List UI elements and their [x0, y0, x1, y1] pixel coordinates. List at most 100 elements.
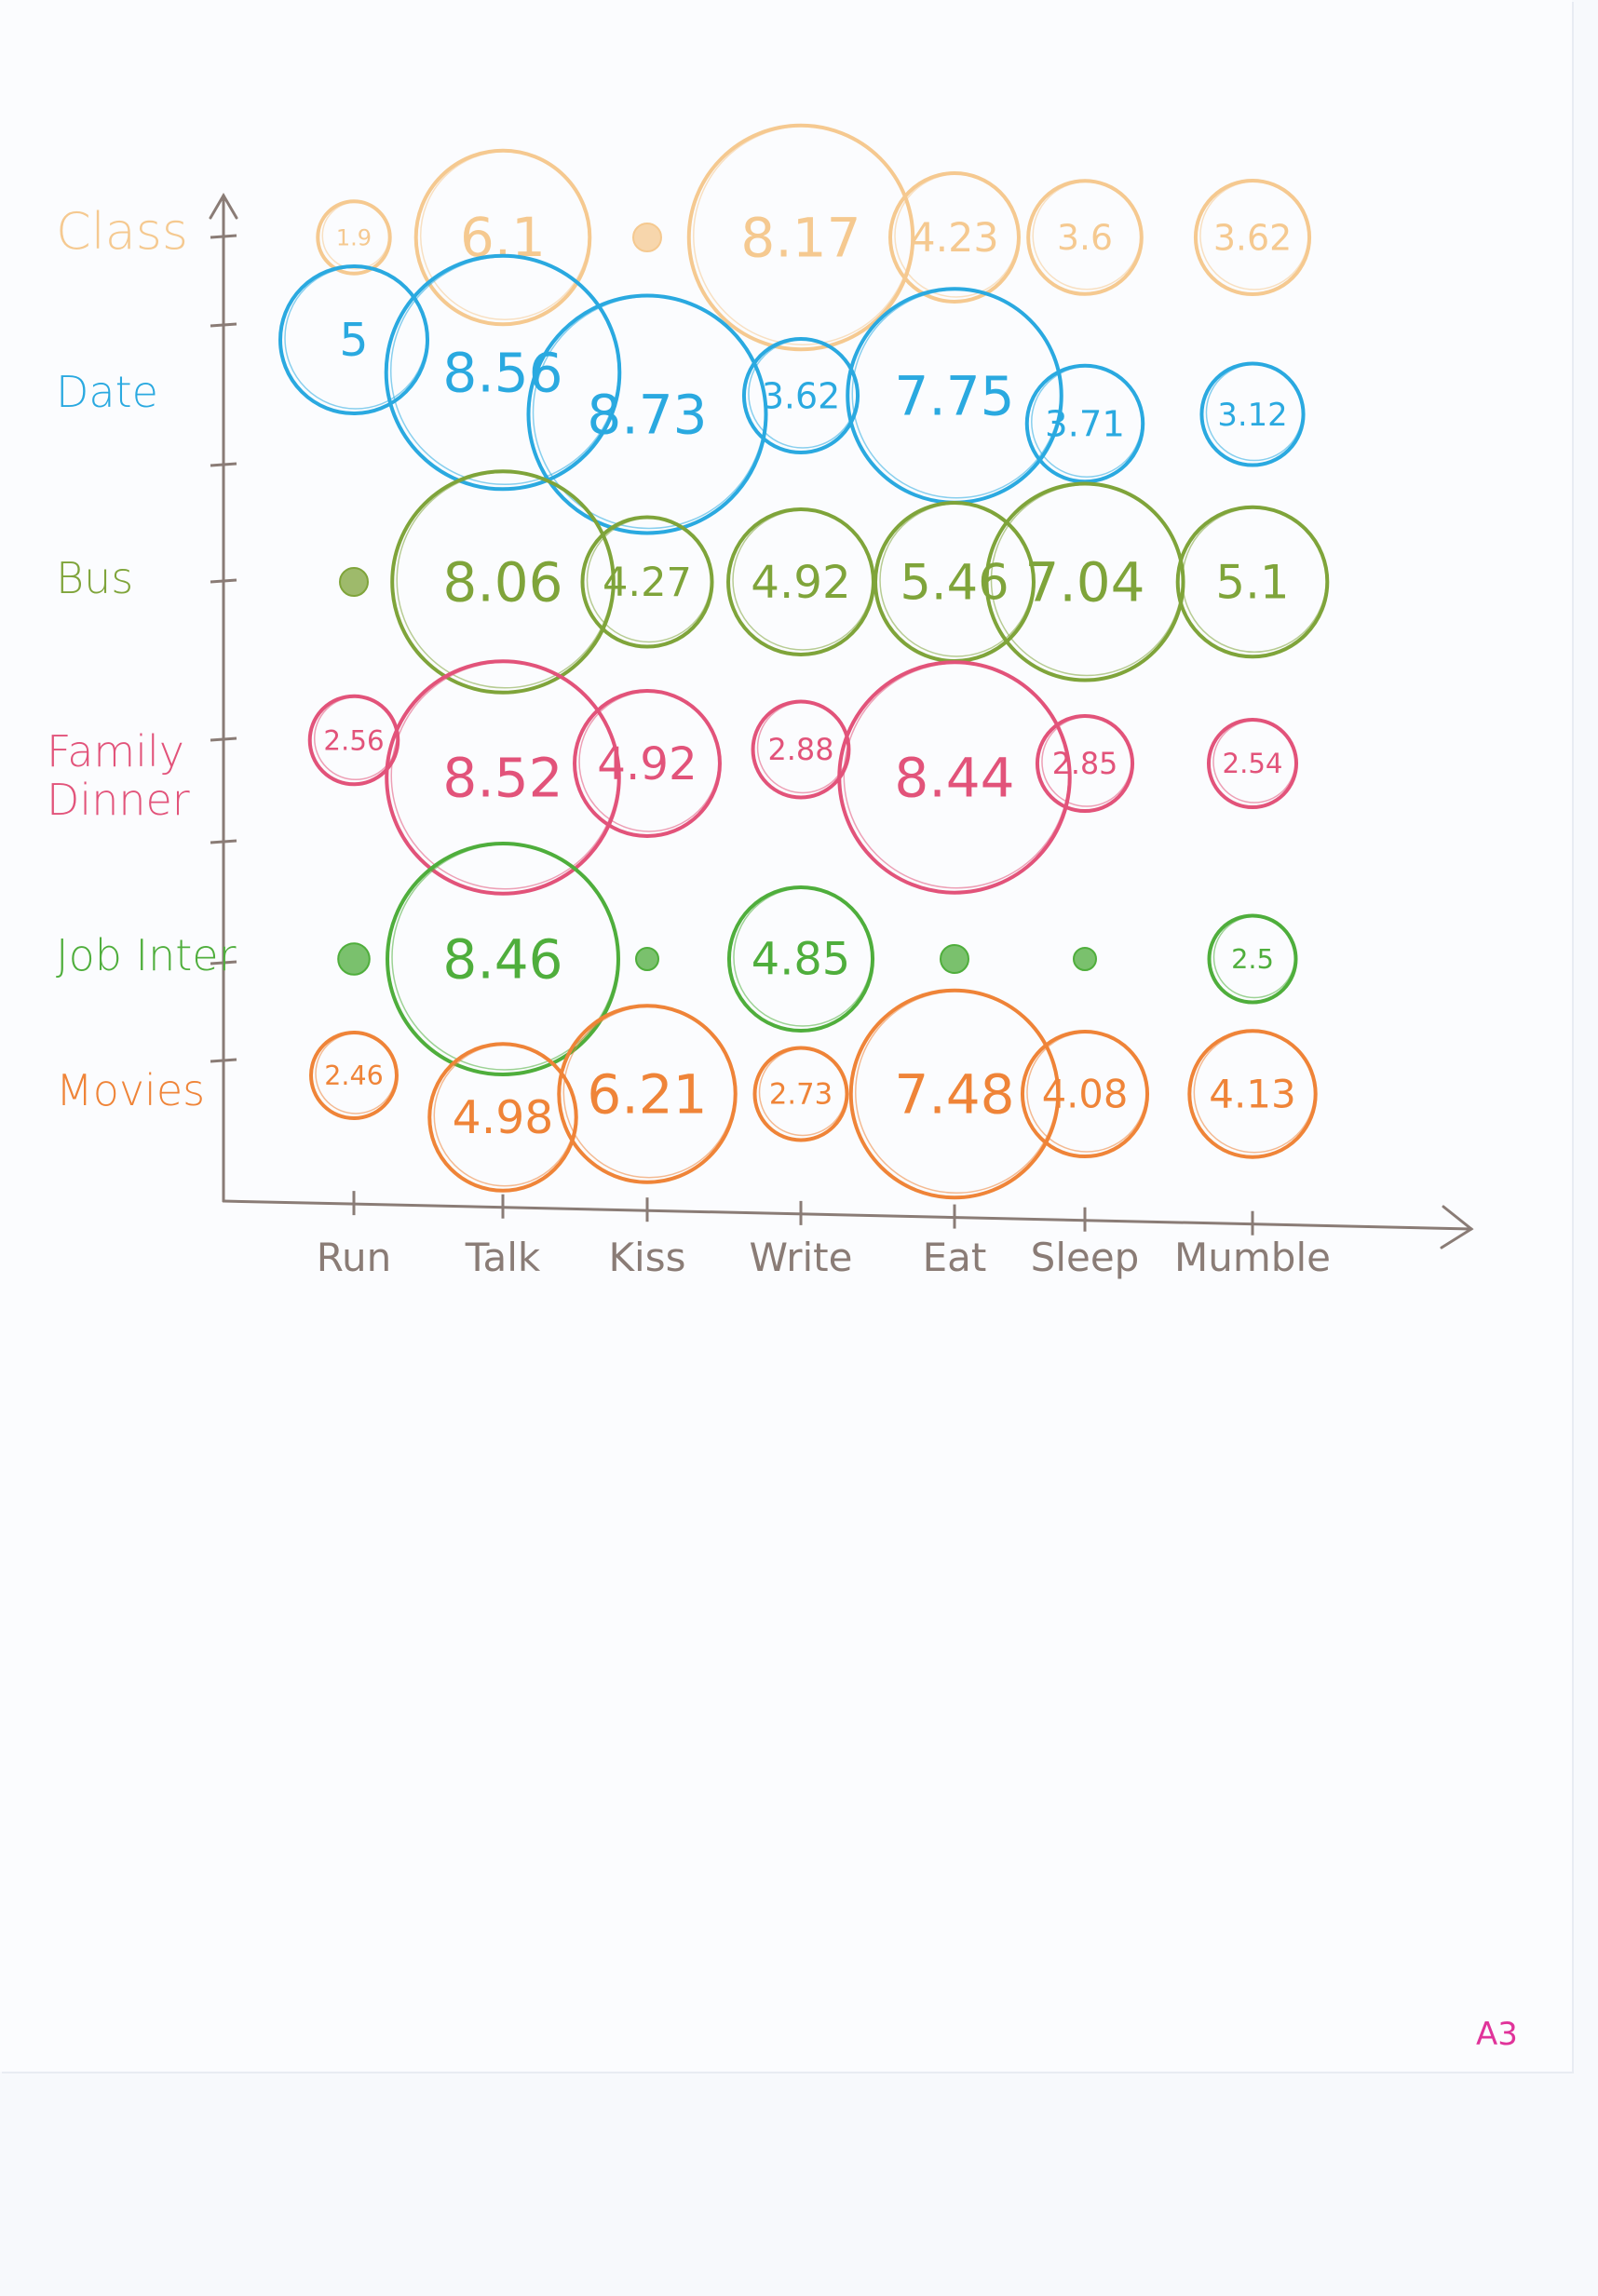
x-axis-label: Eat [923, 1235, 987, 1280]
bubble-circle [1035, 713, 1135, 814]
y-axis-tick [210, 960, 237, 966]
bubble-circle [686, 123, 915, 352]
bubble-circle [741, 336, 860, 455]
bubble-value-label: 8.06 [442, 550, 562, 614]
bubble: 7.75 [846, 287, 1063, 505]
x-axis-label: Sleep [1031, 1235, 1140, 1280]
bubble-circle [390, 469, 616, 695]
bubble-circle-outline [1193, 1031, 1316, 1154]
bubble-circle [413, 148, 592, 327]
bubble: 4.27 [580, 515, 714, 649]
bubble-circle-outline [390, 661, 619, 890]
bubble [632, 223, 662, 252]
bubble: 8.44 [837, 660, 1072, 895]
x-axis-label: Kiss [609, 1235, 686, 1280]
bubble: 2.73 [752, 1046, 849, 1142]
bubble-value-label: 4.13 [1209, 1072, 1296, 1117]
bubble: 7.04 [984, 481, 1185, 682]
bubble-value-label: 4.98 [453, 1091, 554, 1144]
bubble-value-label: 3.12 [1217, 397, 1287, 433]
bubble: 3.62 [1193, 178, 1312, 297]
bubble-value-label: 8.17 [740, 206, 860, 269]
bubble-circle [1175, 505, 1330, 659]
bubble: 6.21 [557, 1004, 738, 1184]
bubble-circle-outline [851, 289, 1062, 499]
y-axis-label: Family [47, 726, 184, 777]
bubble-circle-outline [748, 339, 858, 449]
bubble: 8.46 [386, 842, 620, 1076]
bubble-value-label: 7.48 [894, 1062, 1014, 1126]
bubble-dot [940, 944, 969, 974]
bubble: 4.08 [1020, 1029, 1150, 1159]
bubble-value-label: 8.56 [442, 341, 562, 404]
bubble-circle [726, 507, 875, 656]
bubble-value-label: 2.56 [323, 724, 384, 756]
bubble-circle-outline [1181, 506, 1328, 654]
bubble: 3.12 [1199, 361, 1306, 467]
y-axis-arrow [209, 193, 238, 220]
bubble-circle [752, 1046, 849, 1142]
y-axis-label: Bus [56, 553, 133, 603]
bubble-value-label: 8.52 [442, 746, 562, 809]
bubble: 2.54 [1206, 717, 1299, 810]
bubble-value-label: 4.85 [752, 935, 850, 986]
bubble-value-label: 3.62 [1213, 217, 1292, 258]
bubble-circle [385, 659, 621, 896]
bubble: 8.56 [384, 253, 622, 492]
bubble-dot [635, 947, 659, 971]
bubble: 2.46 [309, 1031, 399, 1120]
bubble: 1.9 [316, 199, 392, 276]
bubble: 8.52 [385, 659, 621, 896]
bubble-circle-outline [1031, 366, 1143, 478]
bubble-circle-outline [433, 1044, 576, 1187]
bubble-circle [309, 1031, 399, 1120]
bubble: 4.92 [573, 689, 722, 838]
bubble: 4.85 [726, 885, 875, 1033]
bubble: 5.46 [873, 501, 1036, 663]
y-axis-label: Date [56, 367, 158, 417]
bubble-value-label: 3.62 [762, 375, 840, 416]
bubble-circle [526, 293, 768, 535]
x-axis-arrow [1440, 1205, 1474, 1249]
bubble-circle [427, 1042, 578, 1193]
bubble-circle-outline [1026, 1032, 1147, 1153]
bubble: 4.23 [888, 171, 1021, 304]
bubble-value-label: 2.88 [767, 732, 833, 767]
bubble-circle [1020, 1029, 1150, 1159]
bubble-circle [726, 885, 875, 1033]
bubble-circle-outline [315, 1033, 397, 1114]
bubble [940, 944, 969, 974]
bubble-value-label: 2.54 [1223, 748, 1283, 779]
y-axis-label: Movies [56, 1065, 205, 1115]
bubble-circle-outline [732, 509, 873, 651]
bubble-circle [837, 660, 1072, 895]
bubble-circle-outline [1199, 181, 1309, 290]
bubble: 8.06 [390, 469, 616, 695]
bubble-circle-outline [879, 503, 1034, 657]
bubble-dot [632, 223, 662, 252]
y-axis-tick [210, 839, 237, 844]
page-corner-label: A3 [1476, 2016, 1518, 2053]
bubble-circle-outline [321, 201, 390, 270]
bubble: 4.98 [427, 1042, 578, 1193]
bubble-circle [278, 264, 429, 415]
bubble-value-label: 2.73 [769, 1079, 833, 1112]
bubble-circle-outline [1212, 915, 1296, 999]
bubble-circle [1206, 717, 1299, 810]
bubble: 2.5 [1207, 913, 1298, 1005]
bubble-circle [888, 171, 1021, 304]
bubble-circle [384, 253, 622, 492]
bubble: 3.6 [1026, 179, 1144, 296]
bubble-circle [1199, 361, 1306, 467]
y-axis-tick [210, 322, 237, 328]
bubble-circle [386, 842, 620, 1076]
bubble-circle-outline [733, 887, 873, 1027]
bubble: 5.1 [1175, 505, 1330, 659]
x-axis-label: Talk [465, 1235, 541, 1280]
chart-axes [209, 193, 1474, 1249]
bubble-circle-outline [1041, 716, 1132, 807]
bubble: 2.85 [1035, 713, 1135, 814]
bubble: 2.56 [307, 694, 400, 787]
